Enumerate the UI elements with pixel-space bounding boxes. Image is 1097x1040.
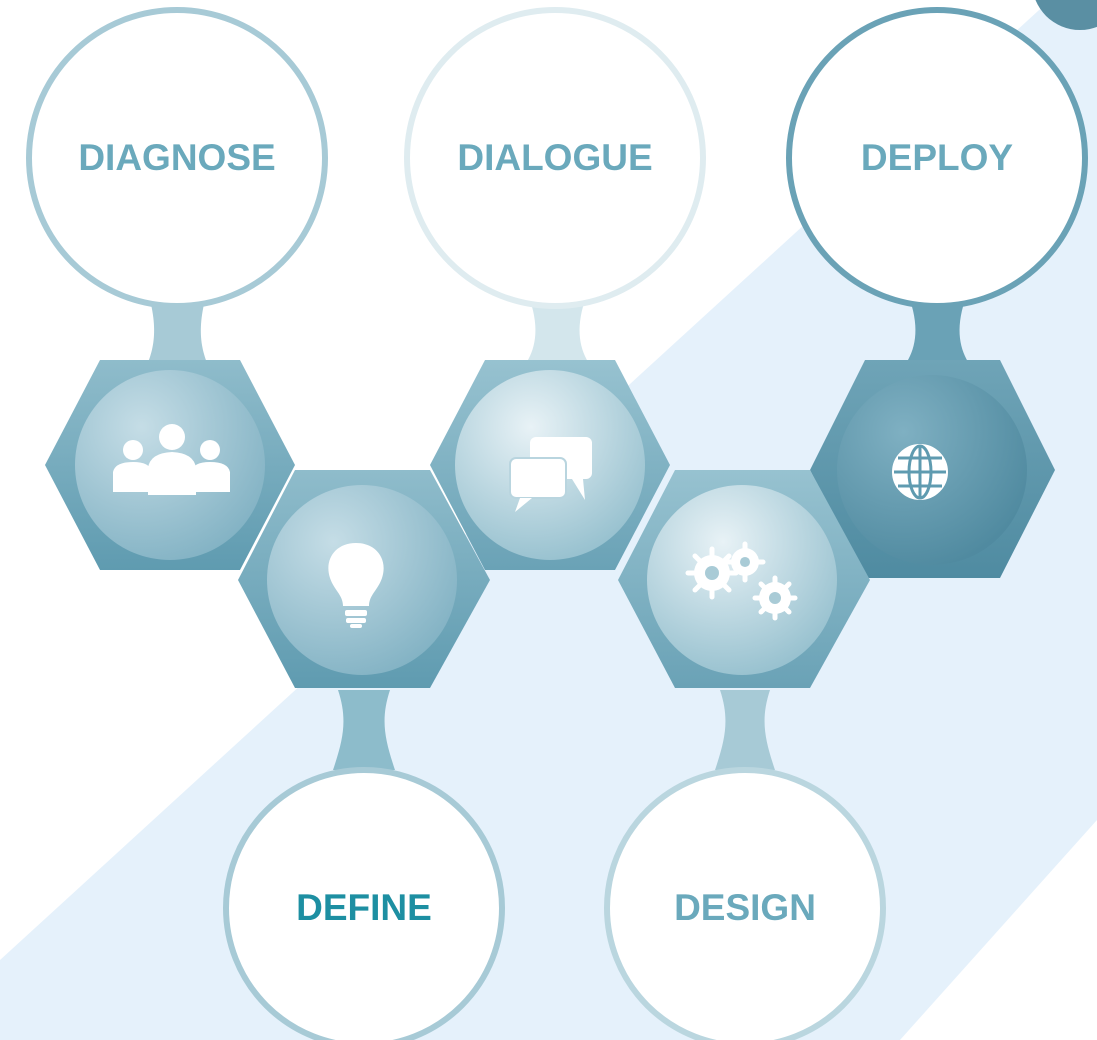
connector-design xyxy=(715,690,775,770)
step-design xyxy=(604,470,886,1040)
label-diagnose: DIAGNOSE xyxy=(78,137,276,178)
label-deploy: DEPLOY xyxy=(860,137,1014,178)
circle-deploy xyxy=(786,7,1088,309)
label-define: DEFINE xyxy=(296,887,432,928)
chat-bubbles-icon xyxy=(509,437,592,512)
globe-icon xyxy=(892,444,948,500)
circle-define xyxy=(223,767,505,1040)
label-design: DESIGN xyxy=(674,887,816,928)
lightbulb-icon xyxy=(328,543,384,628)
hex-inner-design xyxy=(647,485,837,675)
step-deploy xyxy=(786,7,1088,578)
gears-icon xyxy=(685,541,798,621)
corner-dot xyxy=(1035,0,1097,30)
people-group-icon xyxy=(113,424,230,495)
circle-diagnose xyxy=(26,7,328,309)
circle-design xyxy=(604,767,886,1040)
step-diagnose xyxy=(26,7,328,570)
connector-define xyxy=(333,690,395,770)
connector-deploy xyxy=(905,300,970,365)
step-dialogue xyxy=(404,7,706,570)
step-define xyxy=(223,470,505,1040)
circle-dialogue xyxy=(404,7,706,309)
connector-dialogue xyxy=(525,300,590,365)
label-dialogue: DIALOGUE xyxy=(457,137,653,178)
